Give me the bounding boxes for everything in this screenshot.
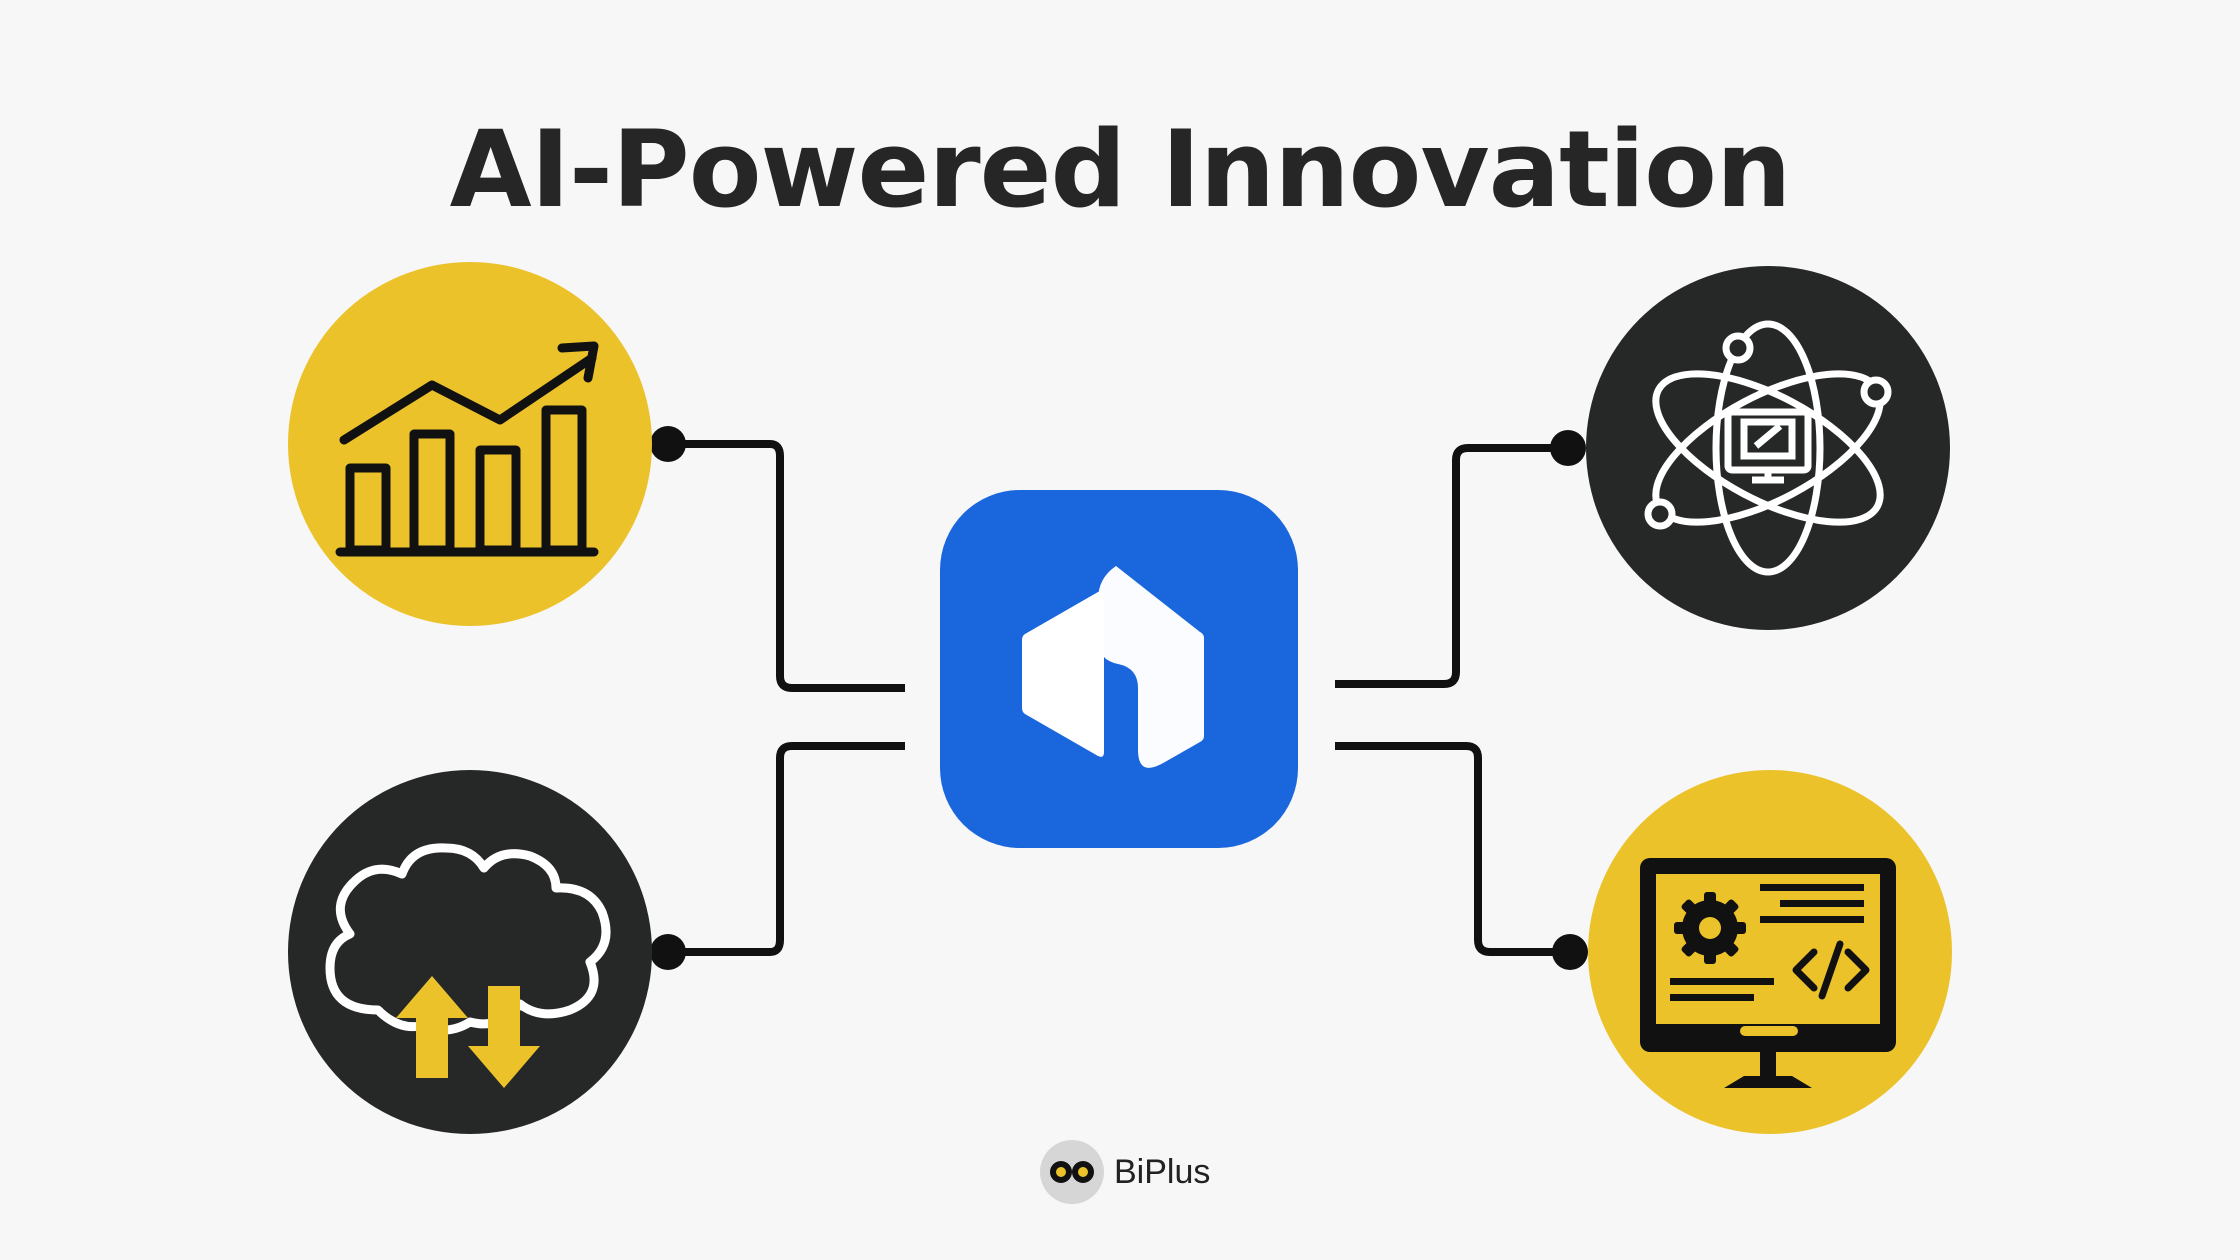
dot-top-right bbox=[1550, 430, 1586, 466]
cloud-transfer-icon bbox=[325, 843, 611, 1088]
connector-top-left bbox=[668, 440, 905, 692]
owl-logo-icon bbox=[1040, 1140, 1104, 1204]
node-top-right bbox=[1586, 266, 1950, 630]
node-top-left bbox=[288, 262, 652, 626]
connector-bottom-right bbox=[1335, 742, 1570, 956]
brand-footer: BiPlus bbox=[1040, 1140, 1210, 1204]
brand-name: BiPlus bbox=[1114, 1152, 1211, 1191]
app-logo-icon bbox=[1022, 566, 1204, 768]
connector-lines bbox=[668, 440, 1570, 956]
connector-top-right bbox=[1335, 444, 1568, 688]
node-bottom-right bbox=[1588, 770, 1952, 1134]
growth-chart-icon bbox=[335, 341, 599, 557]
connector-dots bbox=[650, 426, 1588, 970]
monitor-code-icon bbox=[1640, 858, 1896, 1088]
connector-bottom-left bbox=[668, 742, 905, 956]
dot-top-left bbox=[650, 426, 686, 462]
atom-computer-icon bbox=[1644, 320, 1892, 576]
dot-bottom-left bbox=[650, 934, 686, 970]
center-app-tile bbox=[940, 490, 1298, 848]
node-bottom-left bbox=[288, 770, 652, 1134]
page-title: AI-Powered Innovation bbox=[449, 108, 1792, 231]
dot-bottom-right bbox=[1552, 934, 1588, 970]
